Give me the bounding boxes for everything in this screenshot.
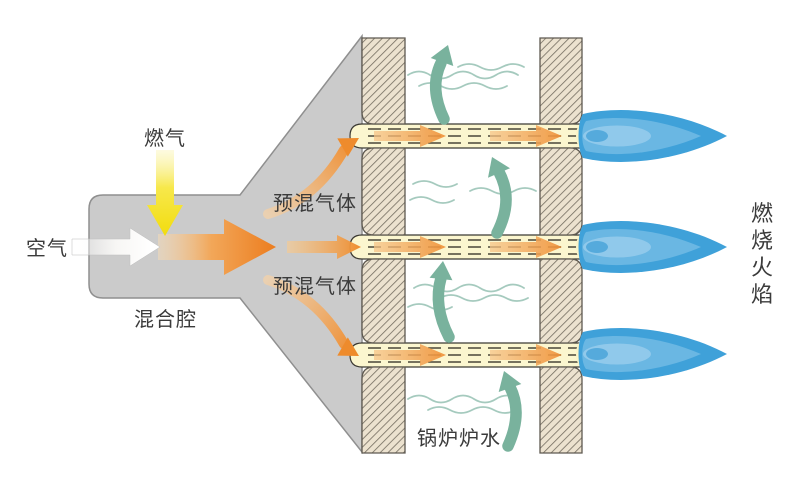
gas-label: 燃气 (144, 128, 186, 150)
air-arrow (71, 227, 161, 267)
wall-block-right-2 (539, 147, 583, 236)
water-flow-arrows (429, 45, 522, 452)
wall-block-left-2 (361, 147, 406, 236)
premix-feed-arrows (263, 138, 361, 356)
premix-feed-arrowhead-bottom (337, 337, 359, 356)
channel-flow-arrows (374, 125, 562, 366)
wall-block-right-3 (539, 258, 583, 344)
boiler-wall (361, 37, 583, 454)
wall-block-left-1 (361, 37, 406, 125)
flame-top (576, 110, 727, 162)
premix-feed-arrowhead-top (337, 138, 359, 157)
air-label: 空气 (26, 238, 68, 260)
wall-block-right-4 (539, 366, 583, 454)
flame-bottom (576, 328, 727, 380)
combustion-flame-label: 燃烧火焰 (750, 201, 773, 307)
premix-gas-label-upper: 预混气体 (273, 193, 357, 215)
flow-arrows (71, 150, 276, 275)
wall-block-right-1 (539, 37, 583, 125)
water-waves (407, 63, 537, 414)
gas-arrow (147, 150, 183, 236)
premix-gas-label-lower: 预混气体 (273, 276, 357, 298)
premix-feed-arrow-bottom (263, 275, 349, 349)
premixed-gas-arrow (158, 219, 276, 275)
boiler-water (407, 45, 537, 452)
premix-feed-arrow-top (263, 145, 349, 219)
premix-feed-arrow-middle (287, 235, 361, 259)
wall-block-left-4 (361, 366, 406, 454)
wall-block-left-3 (361, 258, 406, 344)
combustion-flames (576, 110, 727, 380)
boiler-water-label: 锅炉炉水 (417, 428, 501, 450)
burner-port-grid (368, 128, 580, 363)
mixing-chamber-label: 混合腔 (134, 309, 197, 331)
flame-middle (576, 221, 727, 273)
